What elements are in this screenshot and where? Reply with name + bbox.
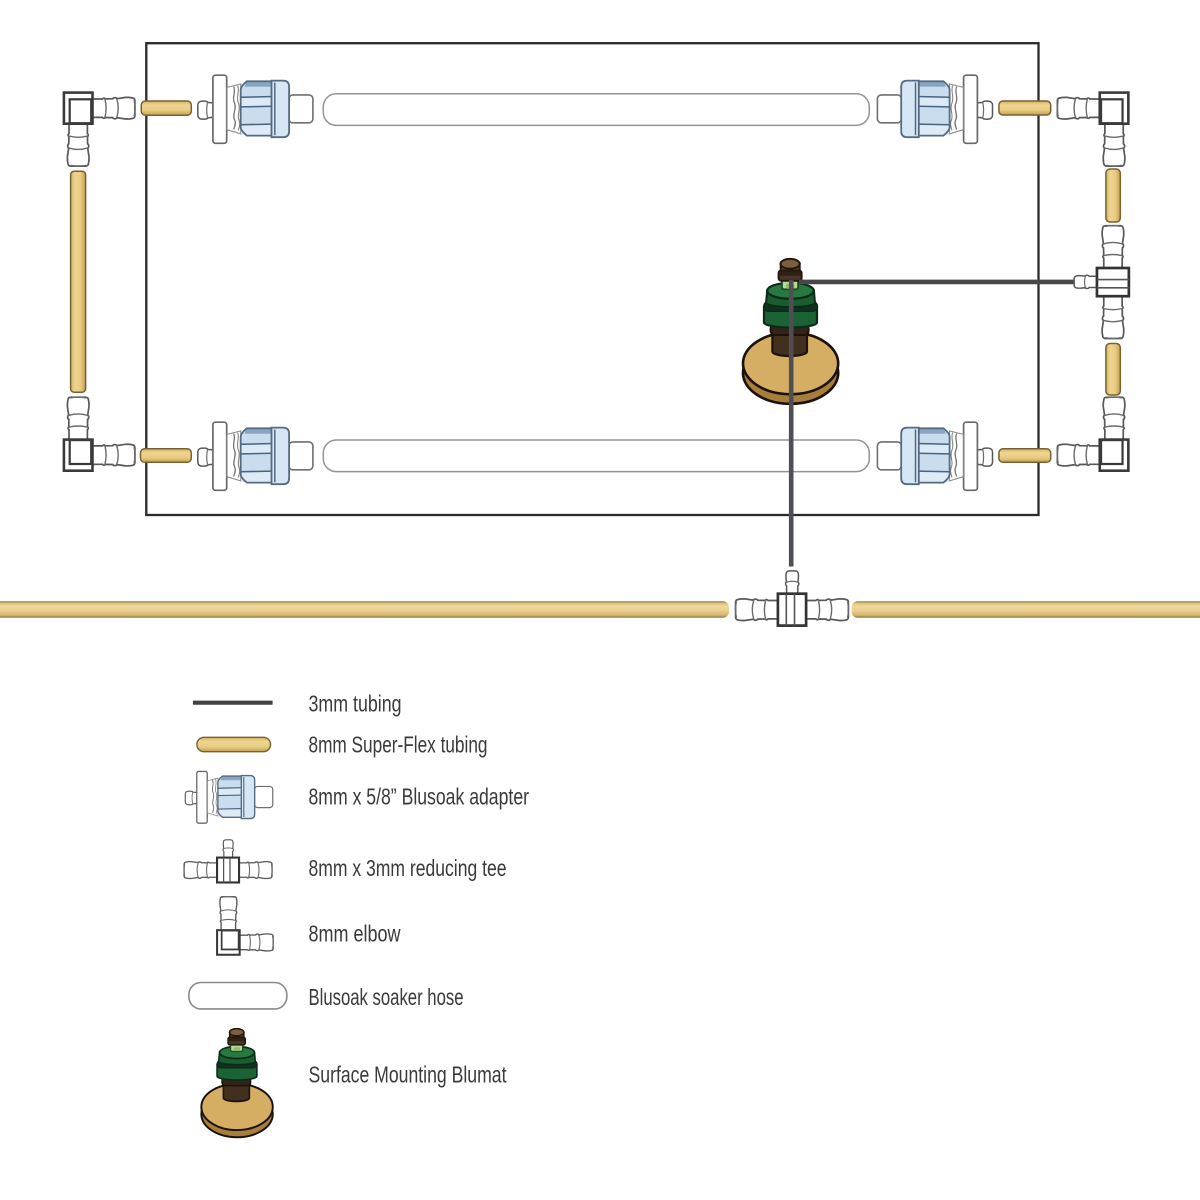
svg-text:8mm Super-Flex tubing: 8mm Super-Flex tubing	[309, 731, 488, 757]
svg-text:Blusoak soaker hose: Blusoak soaker hose	[309, 984, 464, 1010]
svg-text:8mm x 5/8” Blusoak adapter: 8mm x 5/8” Blusoak adapter	[309, 784, 530, 810]
svg-text:Surface Mounting Blumat: Surface Mounting Blumat	[309, 1061, 507, 1087]
svg-text:8mm x 3mm reducing tee: 8mm x 3mm reducing tee	[309, 855, 507, 881]
svg-text:3mm tubing: 3mm tubing	[309, 691, 402, 717]
svg-text:8mm elbow: 8mm elbow	[309, 921, 401, 947]
